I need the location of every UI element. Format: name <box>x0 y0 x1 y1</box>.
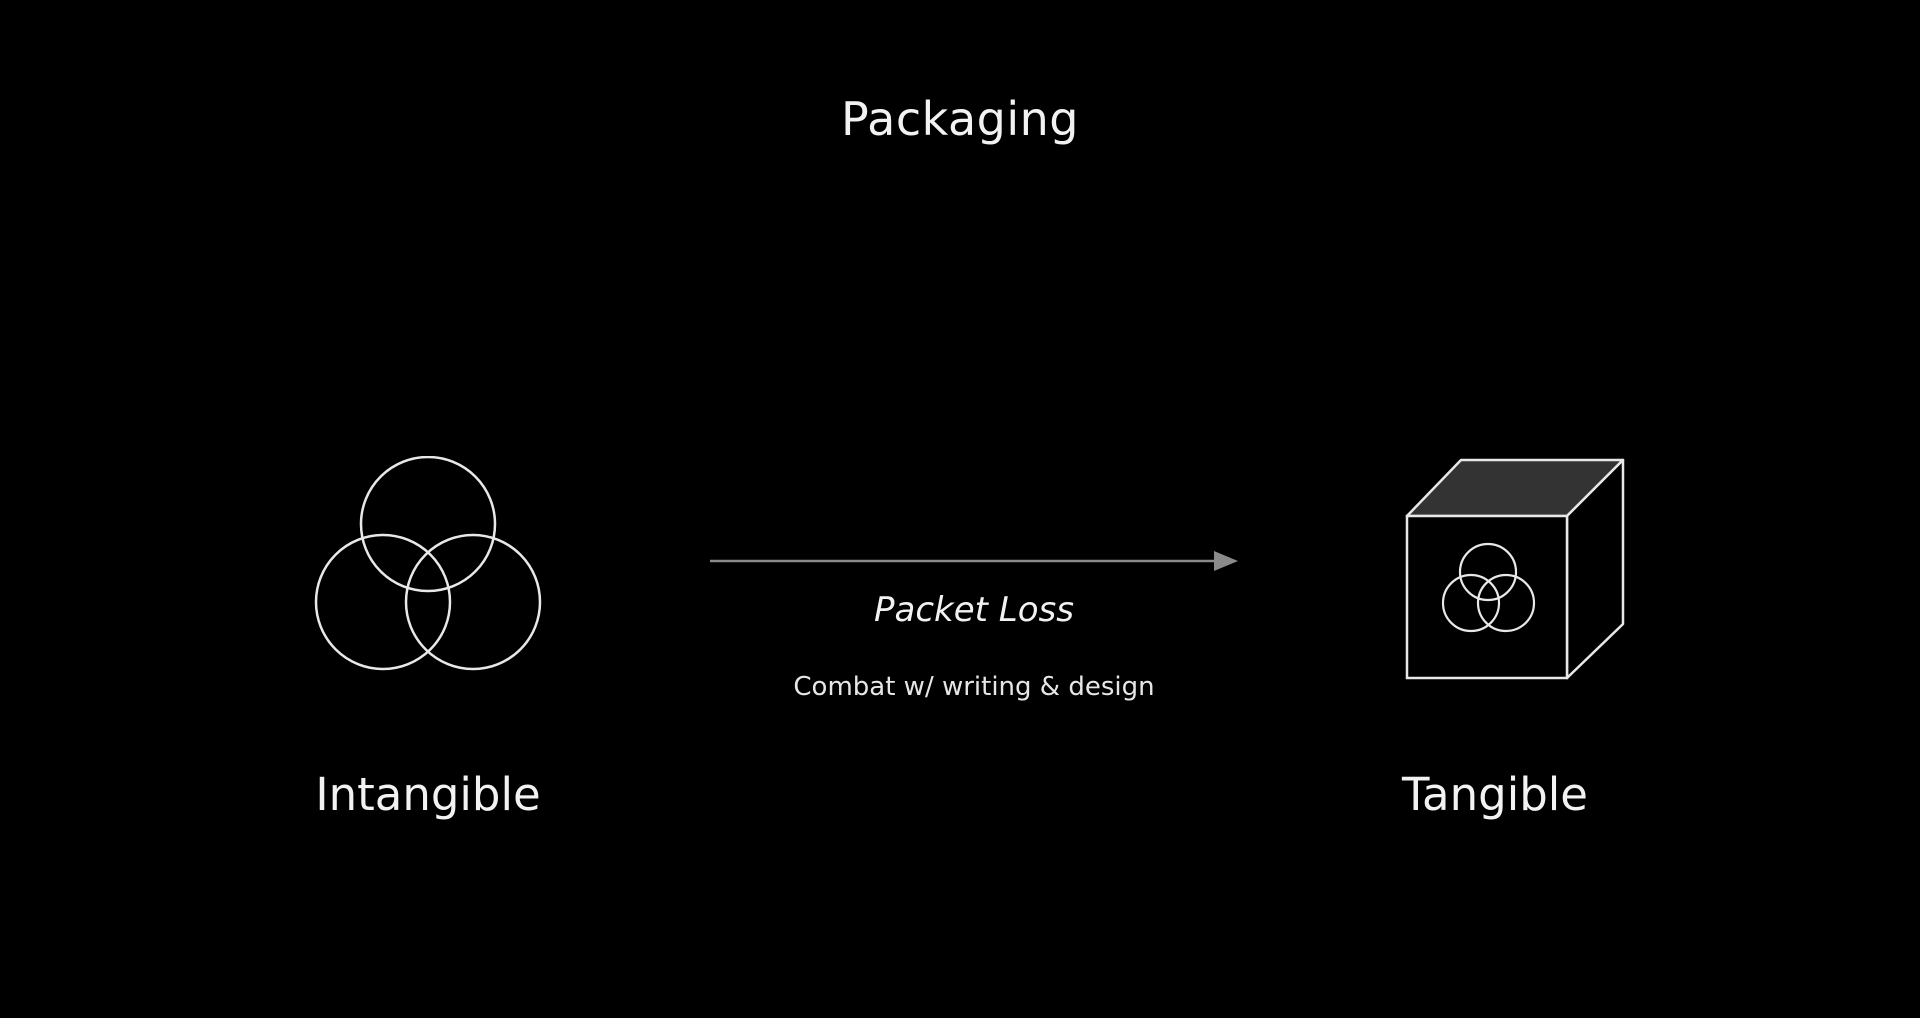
cube-with-venn-icon <box>1405 458 1625 680</box>
three-circles-venn-icon <box>314 456 542 671</box>
cube-venn-circle-right <box>1476 573 1536 633</box>
packet-loss-label: Packet Loss <box>874 590 1074 630</box>
arrow-right-icon <box>710 551 1238 571</box>
cube-venn-circle-top <box>1458 542 1518 602</box>
slide-title: Packaging <box>840 92 1079 146</box>
tangible-label: Tangible <box>1402 768 1588 821</box>
venn-circle-top <box>359 456 497 593</box>
venn-circle-right <box>404 533 542 671</box>
cube-front-face <box>1405 514 1569 680</box>
intangible-label: Intangible <box>315 768 541 821</box>
venn-circle-left <box>314 533 452 671</box>
combat-sublabel: Combat w/ writing & design <box>793 672 1155 702</box>
cube-venn-circle-left <box>1441 573 1501 633</box>
